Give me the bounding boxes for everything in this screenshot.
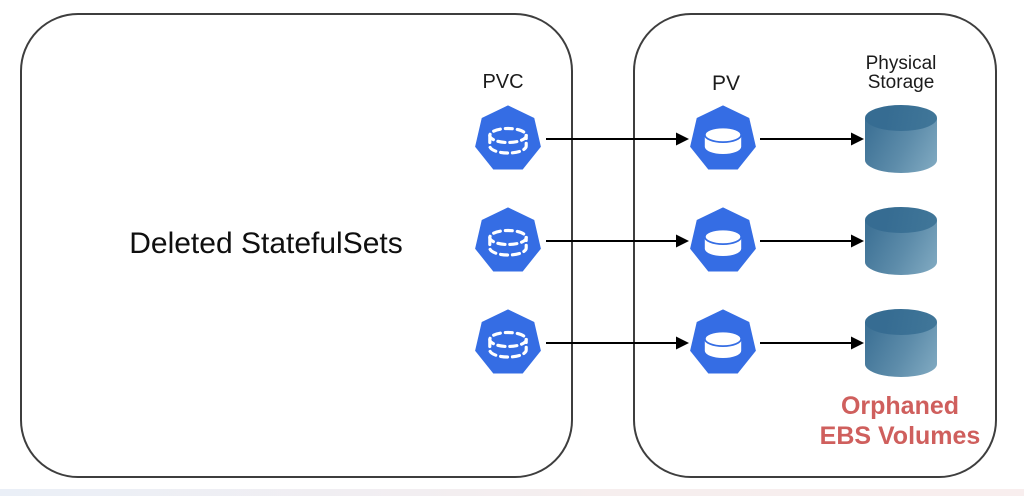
deleted-statefulsets-box xyxy=(20,13,573,478)
physical-storage-cylinder xyxy=(865,309,937,379)
caption-line2: EBS Volumes xyxy=(819,422,981,450)
caption-line1: Orphaned xyxy=(840,392,960,420)
physical-storage-column-label: Physical Storage xyxy=(865,53,937,93)
pvc-column-label: PVC xyxy=(482,71,524,93)
pv-icon xyxy=(690,309,756,374)
storage-box xyxy=(633,13,997,478)
deleted-statefulsets-label: Deleted StatefulSets xyxy=(129,227,403,260)
pv-icon xyxy=(690,105,756,170)
pvc-icon xyxy=(475,105,541,170)
physical-storage-cylinder xyxy=(865,207,937,277)
pvc-icon xyxy=(475,207,541,272)
orphaned-ebs-caption: Orphaned EBS Volumes xyxy=(800,391,1000,451)
pvc-icon xyxy=(475,309,541,374)
physical-storage-cylinder xyxy=(865,105,937,175)
pv-column-label: PV xyxy=(711,72,740,95)
cylinder-top xyxy=(865,105,937,131)
cylinder-top xyxy=(865,207,937,233)
image-bottom-edge-artifact xyxy=(0,489,1024,496)
cylinder-top xyxy=(865,309,937,335)
pv-icon xyxy=(690,207,756,272)
